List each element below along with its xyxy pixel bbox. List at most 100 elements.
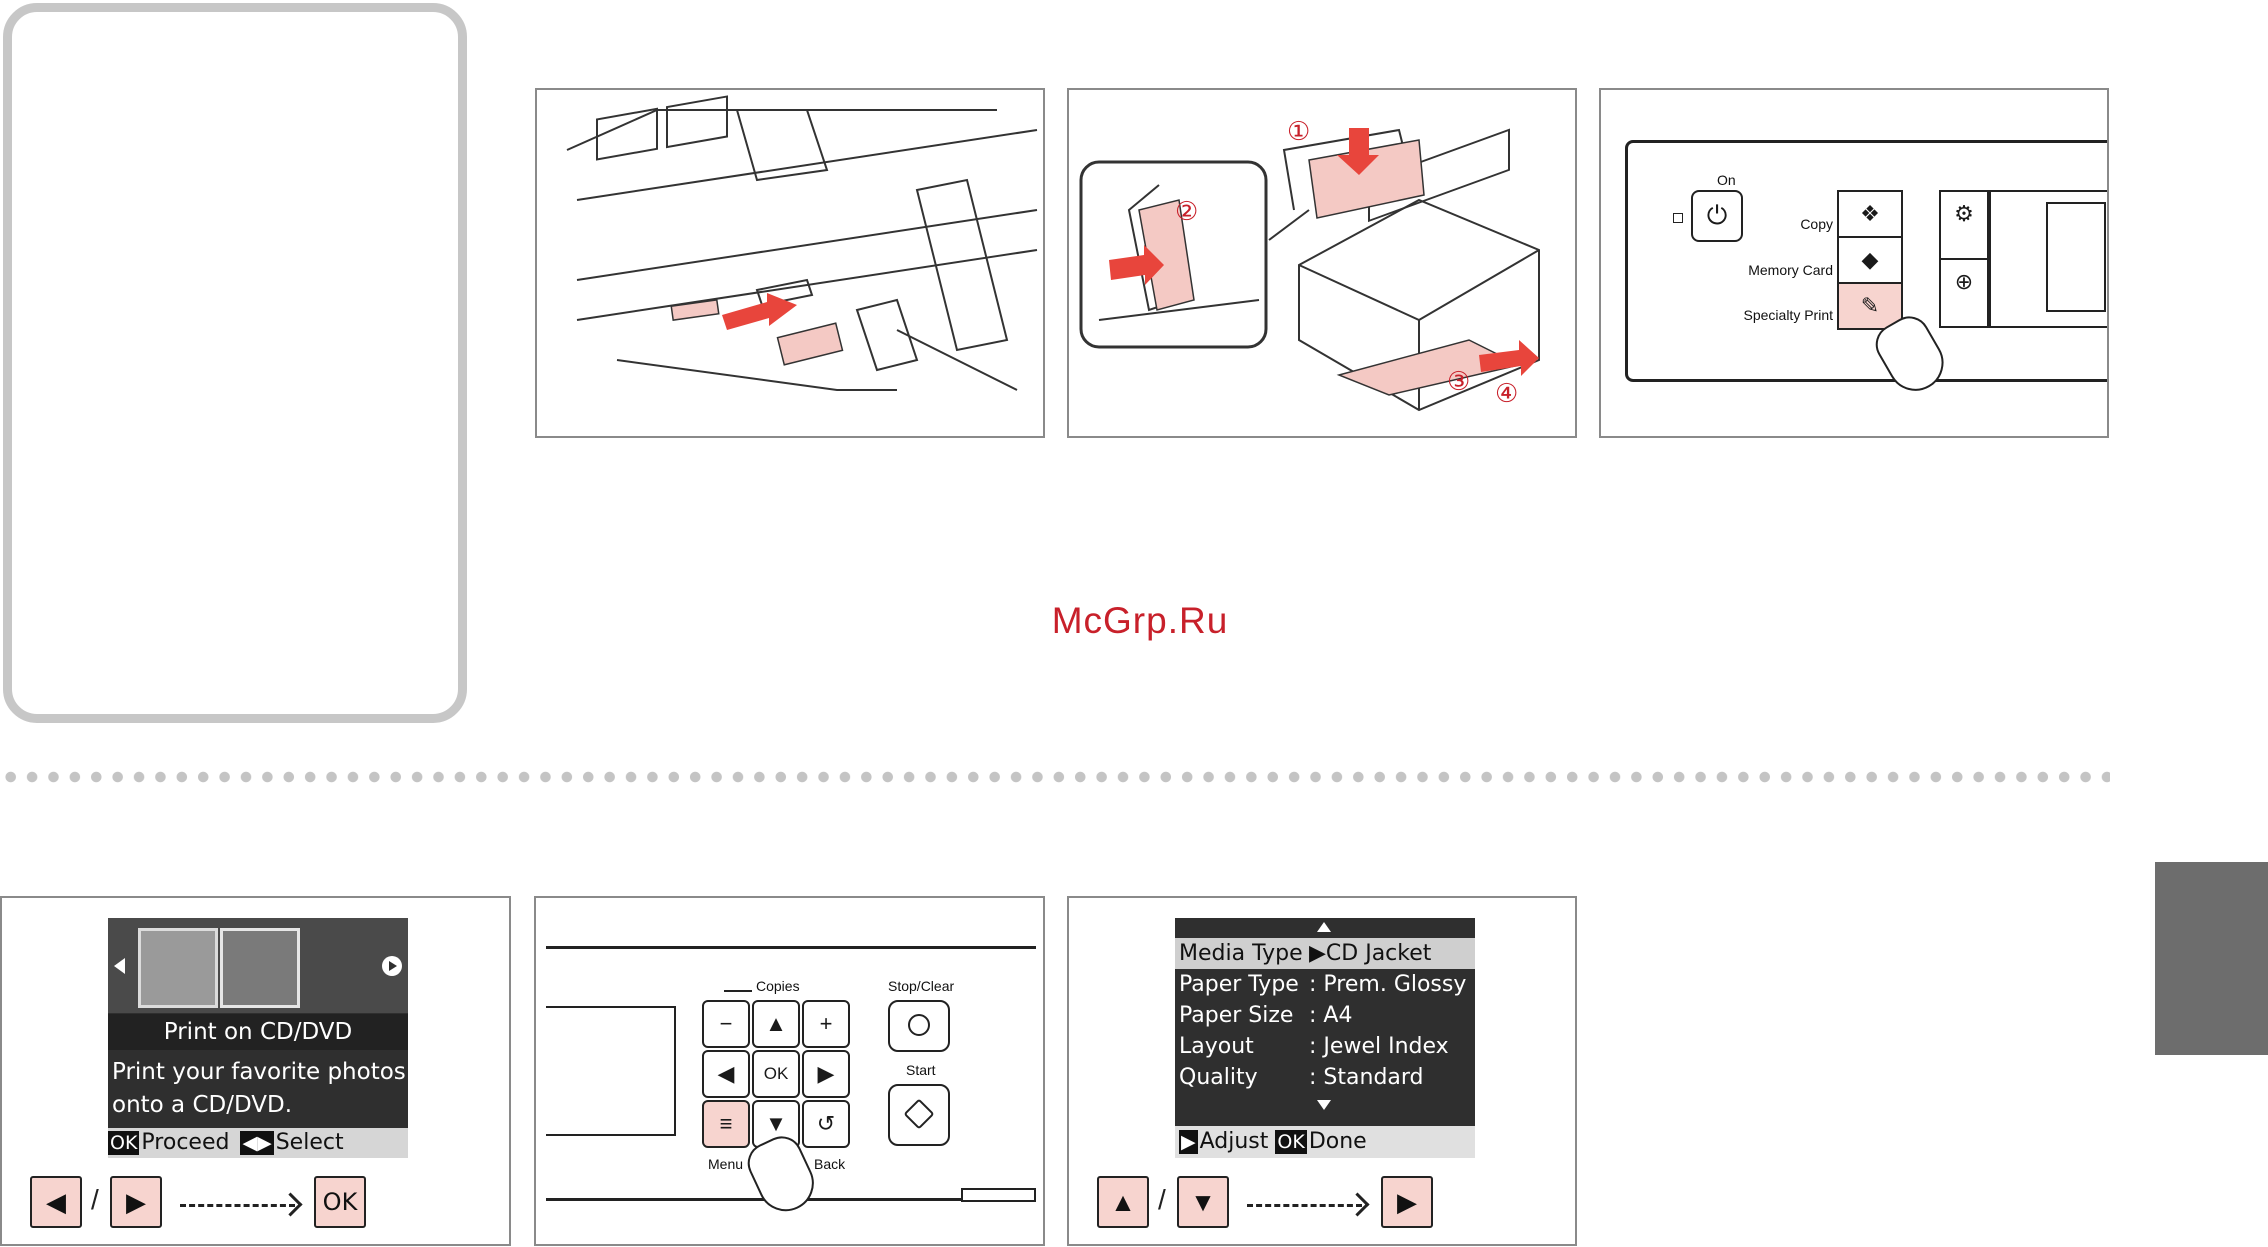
row-key: Layout [1179,1034,1254,1059]
left-arrow-icon [114,958,125,974]
right-button[interactable]: ▶ [802,1050,850,1098]
settings-row-paper-size: Paper Size: A4 [1179,1000,1352,1031]
copy-button[interactable]: ❖ [1837,190,1903,238]
svg-text:③: ③ [1447,367,1470,397]
select-label: Select [275,1130,344,1155]
row-sep: : [1309,1034,1317,1059]
down-button[interactable]: ▼ [1177,1176,1229,1228]
svg-text:④: ④ [1495,379,1518,409]
ok-badge: OK [108,1131,140,1155]
lcd-frame [546,1006,676,1136]
row-key: Paper Size [1179,1003,1294,1028]
row-sep: : [1309,1065,1317,1090]
step-panel-menu: Copies − ▲ + ◀ OK ▶ ≡ ▼ ↺ Menu Back Stop… [534,896,1045,1246]
panel-tab [961,1188,1036,1202]
dashed-arrow-icon [180,1204,295,1207]
up-button[interactable]: ▲ [1097,1176,1149,1228]
back-label: Back [814,1156,846,1172]
row-value: Jewel Index [1323,1034,1449,1059]
copy-label: Copy [1800,216,1833,232]
dotted-divider [0,770,2110,784]
stop-clear-button[interactable] [888,1000,950,1052]
power-led [1673,213,1683,223]
lcd-print-on-cd: Print on CD/DVD Print your favorite phot… [108,918,408,1158]
right-badge-icon: ▶ [1179,1130,1198,1154]
scroll-up-icon [1317,922,1331,932]
lcd-description: Print your favorite photos onto a CD/DVD… [112,1056,408,1122]
paper-loading-illustration: ① ② ③ ④ [1067,88,1577,438]
row-value: CD Jacket [1325,941,1432,966]
left-button[interactable]: ◀ [30,1176,82,1228]
settings-row-paper-type: Paper Type: Prem. Glossy [1179,969,1466,1000]
menu-icon: ≡ [719,1111,733,1136]
row-value: Prem. Glossy [1323,972,1467,997]
settings-row-quality: Quality: Standard [1179,1062,1424,1093]
stop-clear-label: Stop/Clear [888,978,955,994]
copy-icon: ❖ [1860,201,1880,226]
ok-button[interactable]: OK [314,1176,366,1228]
up-button[interactable]: ▲ [752,1000,800,1048]
stop-icon [908,1014,930,1036]
zoom-button[interactable]: ⊕ [1939,258,1989,328]
right-button[interactable]: ▶ [110,1176,162,1228]
right-arrow-icon [382,956,402,976]
setup-button[interactable]: ⚙ [1939,190,1989,260]
row-sep: : [1309,972,1317,997]
cd-thumbnail [220,928,300,1008]
panel-outline [1625,140,2107,382]
lcd-title: Print on CD/DVD [108,1014,408,1050]
menu-label: Menu [708,1156,744,1172]
step-panel-settings: Media Type▶CD Jacket Paper Type: Prem. G… [1067,896,1577,1246]
dashed-arrow-icon [1247,1204,1362,1207]
minus-button[interactable]: − [702,1000,750,1048]
right-badge-icon: ▶ [1309,941,1326,966]
memory-card-insert-illustration [535,88,1045,438]
specialty-print-label: Specialty Print [1743,307,1833,323]
left-right-badge-icon: ◀▶ [240,1131,274,1155]
ok-badge: OK [1275,1130,1307,1154]
zoom-icon: ⊕ [1954,269,1974,294]
copies-label: Copies [752,978,804,994]
start-label: Start [906,1062,936,1078]
settings-row-media-type[interactable]: Media Type▶CD Jacket [1175,938,1475,969]
memory-card-label: Memory Card [1748,262,1833,278]
row-key: Quality [1179,1065,1258,1090]
svg-text:②: ② [1175,197,1198,227]
scroll-down-icon [1317,1100,1331,1110]
wrench-icon: ⚙ [1954,201,1974,226]
row-key: Paper Type [1179,972,1299,997]
watermark: McGrp.Ru [1051,600,1229,641]
mode-thumbnail [138,928,218,1008]
row-sep: : [1309,1003,1317,1028]
blank-side-panel [3,3,467,723]
lcd-line2: onto a CD/DVD. [112,1092,293,1118]
plus-button[interactable]: + [802,1000,850,1048]
svg-text:①: ① [1287,117,1310,147]
ok-button[interactable]: OK [752,1050,800,1098]
back-button[interactable]: ↺ [802,1100,850,1148]
start-button[interactable] [888,1084,950,1146]
proceed-label: Proceed [141,1130,230,1155]
back-icon: ↺ [816,1111,836,1136]
lcd-line1: Print your favorite photos [112,1059,406,1085]
memory-card-icon: ◆ [1861,247,1879,272]
memory-card-button[interactable]: ◆ [1837,236,1903,284]
start-icon [903,1098,935,1130]
panel-top-line [546,946,1036,949]
left-button[interactable]: ◀ [702,1050,750,1098]
row-value: Standard [1323,1065,1424,1090]
row-value: A4 [1323,1003,1353,1028]
slash-separator: / [91,1184,99,1215]
menu-button[interactable]: ≡ [702,1100,750,1148]
specialty-print-panel-illustration: On ⏻ Copy Memory Card Specialty Print ❖ … [1599,88,2109,438]
adjust-label: Adjust [1199,1129,1269,1154]
chapter-tab [2155,862,2268,1055]
power-button[interactable]: ⏻ [1691,190,1743,242]
pencil-icon: ✎ [1860,293,1880,318]
right-button[interactable]: ▶ [1381,1176,1433,1228]
lcd-settings: Media Type▶CD Jacket Paper Type: Prem. G… [1175,918,1475,1158]
done-label: Done [1308,1129,1367,1154]
step-panel-print-on-cd: Print on CD/DVD Print your favorite phot… [0,896,511,1246]
